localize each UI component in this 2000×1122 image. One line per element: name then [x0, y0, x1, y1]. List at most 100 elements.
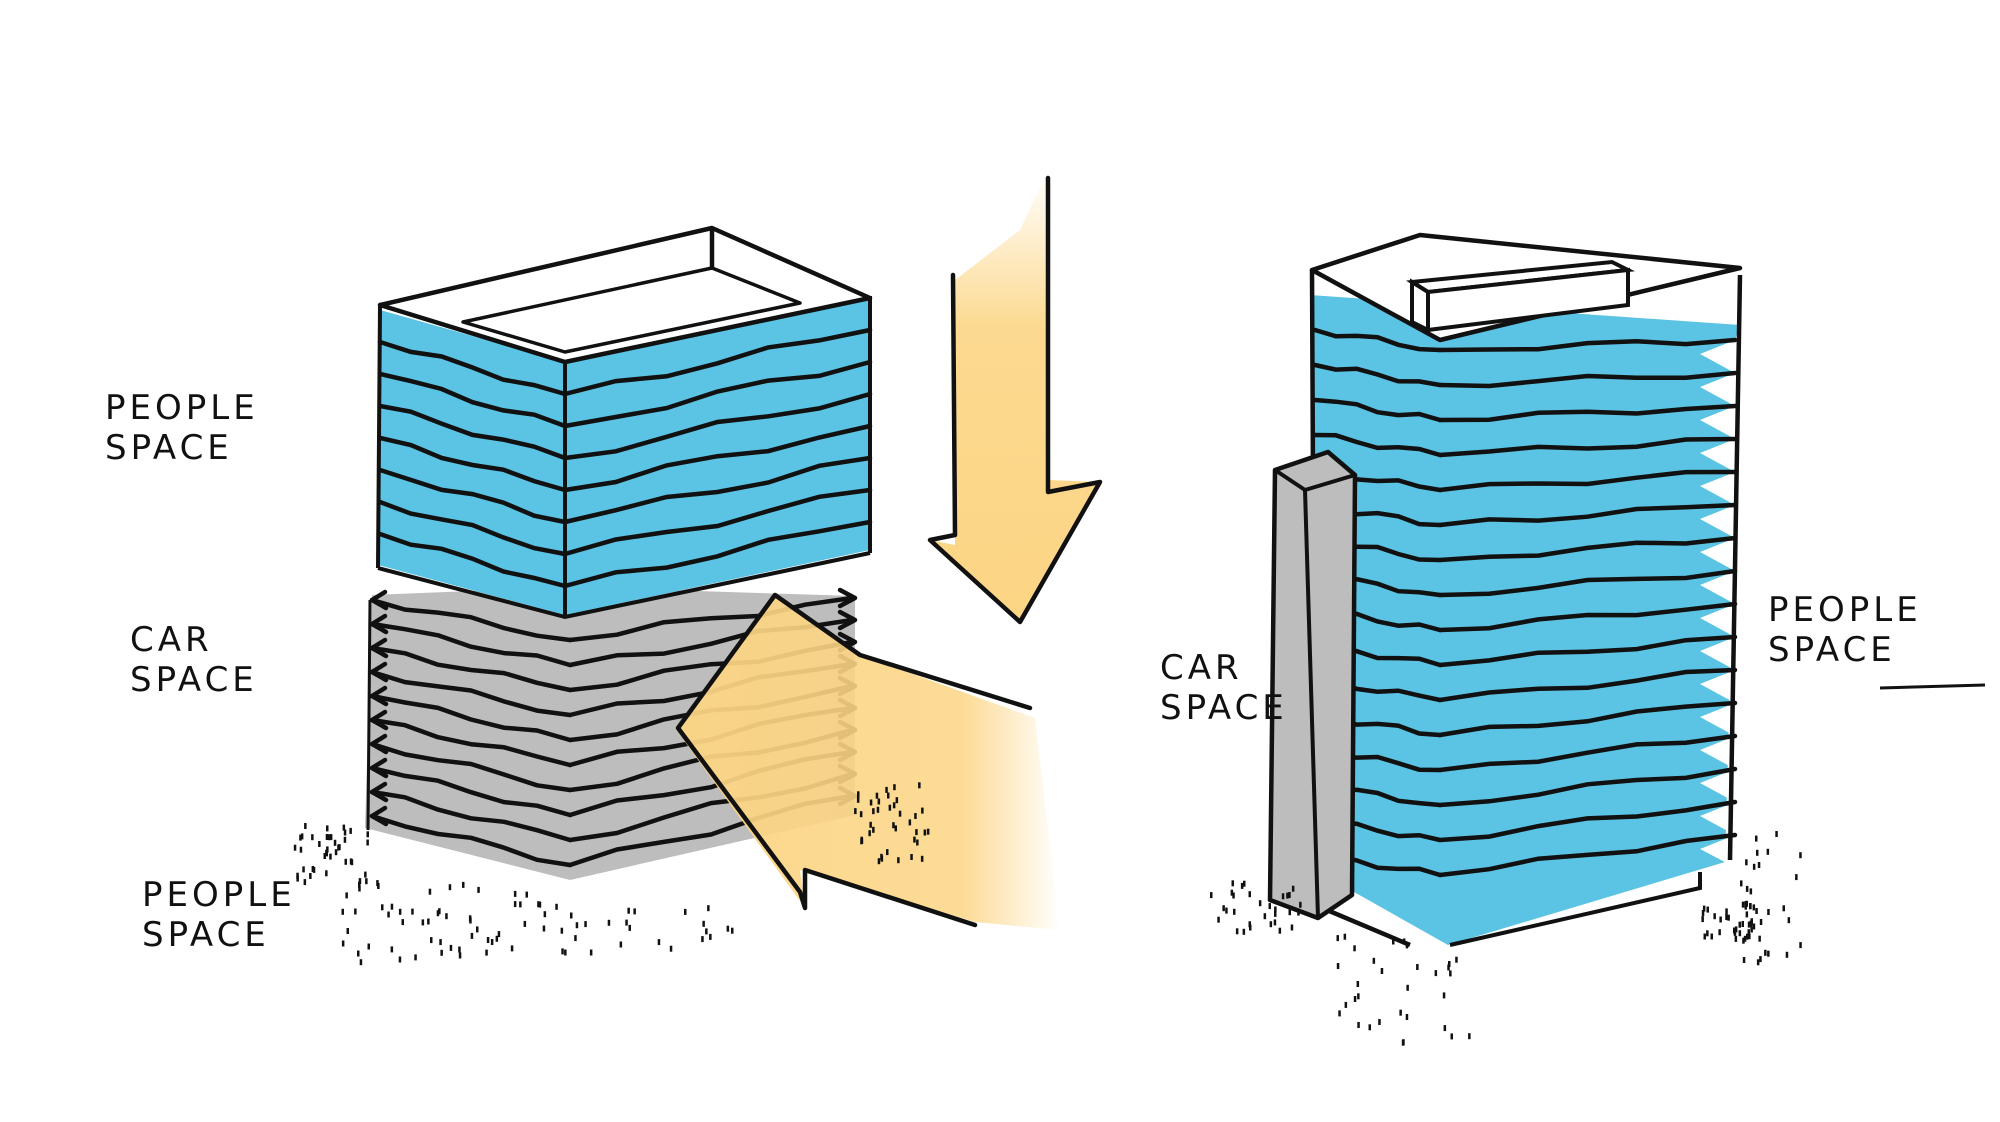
stipple-dot: [1757, 862, 1761, 868]
floor-line: [1437, 733, 1738, 773]
stipple-dot: [428, 888, 432, 895]
floor-line: [562, 359, 873, 429]
stipple-dot: [1766, 848, 1770, 855]
stipple-dot: [1795, 874, 1798, 881]
stipple-dot: [296, 875, 299, 882]
stipple-dot: [440, 949, 443, 956]
stipple-dot: [702, 920, 705, 927]
stipple-dot: [490, 939, 494, 945]
car-floor-line: [369, 741, 573, 793]
stipple-dot: [1231, 880, 1234, 887]
stipple-dot: [1286, 892, 1289, 899]
floor-line: [1437, 502, 1738, 528]
stipple-dot: [1743, 935, 1747, 942]
car-floor-line: [369, 597, 573, 643]
stipple-dot: [1448, 961, 1451, 967]
stipple-dot: [1733, 929, 1737, 936]
stipple-dot: [323, 853, 326, 859]
stipple-dot: [876, 806, 880, 813]
label-right-people-space: PEOPLE SPACE: [1768, 590, 1922, 670]
stipple-dot: [1242, 928, 1246, 935]
stipple-dot: [1230, 889, 1234, 896]
stipple-dot: [398, 908, 402, 915]
label-left-people-space-upper: PEOPLE SPACE: [105, 388, 259, 468]
stipple-dot: [1416, 964, 1419, 970]
stipple-dot: [1785, 951, 1789, 958]
stipple-dot: [1734, 926, 1738, 933]
stipple-dot: [349, 858, 353, 865]
stipple-dot: [448, 884, 452, 891]
stipple-dot: [1749, 903, 1752, 910]
stipple-dot: [1703, 933, 1706, 940]
label-line: CAR: [1160, 648, 1243, 688]
stipple-dot: [701, 936, 704, 943]
stipple-dot: [1343, 933, 1347, 940]
stipple-dot: [1357, 1022, 1360, 1028]
stipple-dot: [497, 931, 501, 938]
stipple-dot: [893, 784, 896, 791]
stipple-dot: [325, 849, 328, 856]
stipple-dot: [1799, 852, 1802, 859]
stipple-dot: [1738, 921, 1741, 928]
stipple-dot: [325, 834, 329, 840]
stipple-dot: [299, 834, 302, 841]
car-floor-line: [369, 669, 573, 718]
stipple-dot: [726, 925, 730, 932]
stipple-dot: [1288, 892, 1291, 898]
stipple-dot: [311, 866, 315, 872]
stipple-dot: [1725, 908, 1728, 915]
stipple-dot: [303, 879, 307, 886]
stipple-dot: [354, 908, 357, 915]
stipple-dot: [875, 792, 879, 799]
stipple-dot: [877, 798, 881, 805]
stipple-dot: [1401, 1039, 1405, 1046]
stipple-dot: [519, 901, 522, 908]
stipple-dot: [1268, 903, 1271, 910]
stipple-dot: [1782, 905, 1785, 912]
stipple-dot: [908, 819, 912, 826]
stipple-dot: [333, 839, 337, 846]
stipple-dot: [869, 821, 872, 828]
stipple-dot: [894, 825, 897, 832]
stipple-dot: [1706, 930, 1709, 937]
stipple-dot: [1263, 913, 1267, 920]
stipple-dot: [485, 949, 488, 956]
car-floor-end: [837, 609, 858, 631]
floor-line: [562, 327, 873, 397]
stipple-dot: [1291, 885, 1295, 892]
stipple-dot: [872, 808, 875, 815]
stipple-dot: [570, 912, 573, 919]
floor-line: [1437, 403, 1738, 423]
stipple-dot: [334, 849, 338, 856]
stipple-dot: [918, 782, 921, 789]
floor-line: [1437, 832, 1738, 878]
car-floor-line: [567, 595, 855, 643]
stipple-dot: [430, 937, 433, 944]
floor-line: [1437, 700, 1738, 738]
stipple-dot: [877, 858, 881, 865]
stipple-dot: [462, 881, 465, 888]
stipple-dot: [1752, 904, 1756, 911]
stipple-dot: [1455, 956, 1458, 963]
stipple-dot: [398, 956, 402, 963]
stipple-dot: [345, 892, 348, 899]
stipple-dot: [1758, 935, 1761, 942]
stipple-dot: [1749, 920, 1752, 927]
floor-line: [562, 391, 873, 461]
stipple-dot: [1787, 917, 1791, 924]
right-roof: [1309, 232, 1743, 343]
stipple-dot: [1281, 893, 1285, 900]
stipple-dot: [705, 928, 708, 935]
stipple-dot: [1356, 981, 1360, 987]
floor-line: [377, 371, 568, 429]
label-line: CAR: [130, 620, 213, 660]
stipple-dot: [338, 844, 341, 851]
car-floor-line: [369, 765, 573, 818]
stipple-dot: [439, 939, 442, 946]
stipple-dot: [1701, 916, 1704, 923]
stipple-dot: [564, 949, 567, 956]
stipple-dot: [538, 901, 542, 908]
stipple-dot: [1232, 892, 1235, 899]
stipple-dot: [886, 849, 889, 856]
stipple-dot: [1402, 938, 1406, 945]
